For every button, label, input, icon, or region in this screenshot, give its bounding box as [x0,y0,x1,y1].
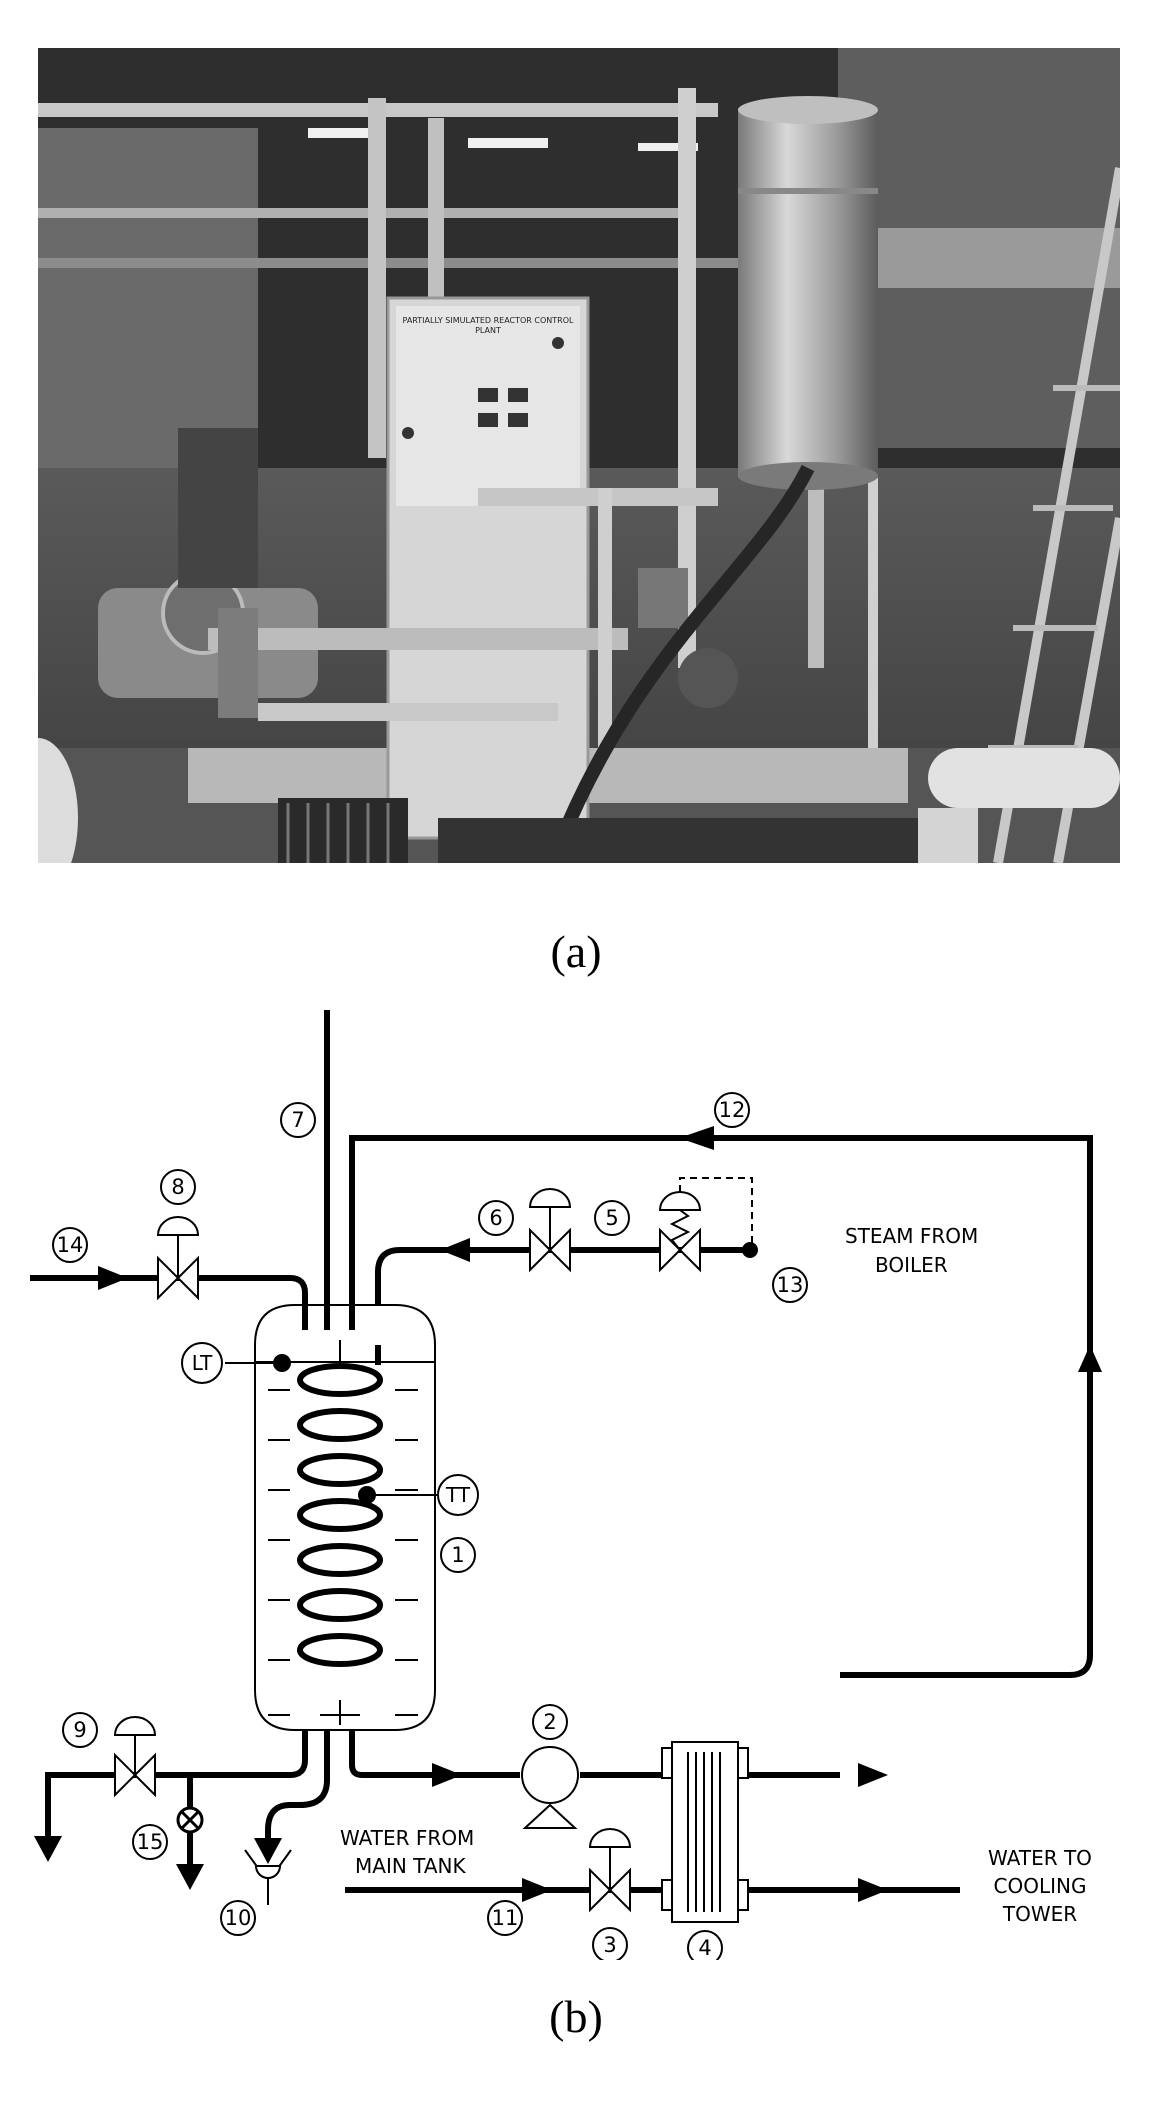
number-4: 4 [698,1936,711,1960]
callout-3 [592,1927,628,1960]
number-14: 14 [57,1233,84,1257]
control-valve-8 [156,1216,200,1301]
callout-11 [487,1900,523,1936]
number-6: 6 [489,1206,502,1230]
heat-exchanger-4 [661,1741,749,1923]
callout-6 [478,1200,514,1236]
water-out-label-3: TOWER [1002,1902,1077,1926]
callout-9 [62,1712,98,1748]
callout-4 [687,1930,723,1960]
water-out-label-1: WATER TO [988,1846,1092,1870]
number-13: 13 [777,1273,804,1297]
water-in-label-2: MAIN TANK [355,1854,466,1878]
number-7: 7 [291,1108,304,1132]
panel-label-2: PLANT [475,326,501,335]
control-valve-6 [528,1188,572,1273]
drain-funnel-10 [244,1849,292,1905]
temperature-transmitter: TT [358,1474,479,1516]
number-15: 15 [137,1830,164,1854]
callout-5 [594,1200,630,1236]
callout-7 [280,1102,316,1138]
tt-label: TT [445,1483,471,1507]
number-12: 12 [719,1098,746,1122]
callout-1 [440,1537,476,1573]
callout-14 [52,1227,88,1263]
control-valve-9 [113,1716,157,1798]
lt-label: LT [192,1351,213,1375]
number-2: 2 [543,1710,556,1734]
process-schematic: LT TT [30,1010,1102,1960]
caption-b: (b) [549,1991,603,2042]
hand-valve-15 [176,1806,204,1834]
callout-15 [132,1824,168,1860]
level-transmitter: LT [181,1342,291,1384]
steam-label-2: BOILER [875,1253,948,1277]
number-3: 3 [603,1933,616,1957]
callout-12 [714,1092,750,1128]
number-1: 1 [451,1543,464,1567]
caption-a: (a) [550,926,602,977]
plant-photo: PARTIALLY SIMULATED REACTOR CONTROL PLAN… [38,48,1120,863]
number-5: 5 [605,1206,618,1230]
number-8: 8 [171,1175,184,1199]
callout-8 [160,1169,196,1205]
control-valve-3 [588,1828,632,1913]
water-out-label-2: COOLING [994,1874,1087,1898]
pump-2 [521,1746,579,1829]
steam-label-1: STEAM FROM [845,1224,978,1248]
water-in-label-1: WATER FROM [340,1826,474,1850]
callout-13 [772,1267,808,1303]
number-11: 11 [492,1906,519,1930]
junction-13 [742,1242,758,1258]
number-10: 10 [225,1906,252,1930]
reactor-tank [254,1290,436,1731]
number-9: 9 [73,1718,86,1742]
pressure-regulator-5 [658,1177,753,1273]
callout-10 [220,1900,256,1936]
callout-2 [532,1704,568,1740]
panel-label: PARTIALLY SIMULATED REACTOR CONTROL [403,316,575,325]
flow-arrows [34,1126,1102,1902]
